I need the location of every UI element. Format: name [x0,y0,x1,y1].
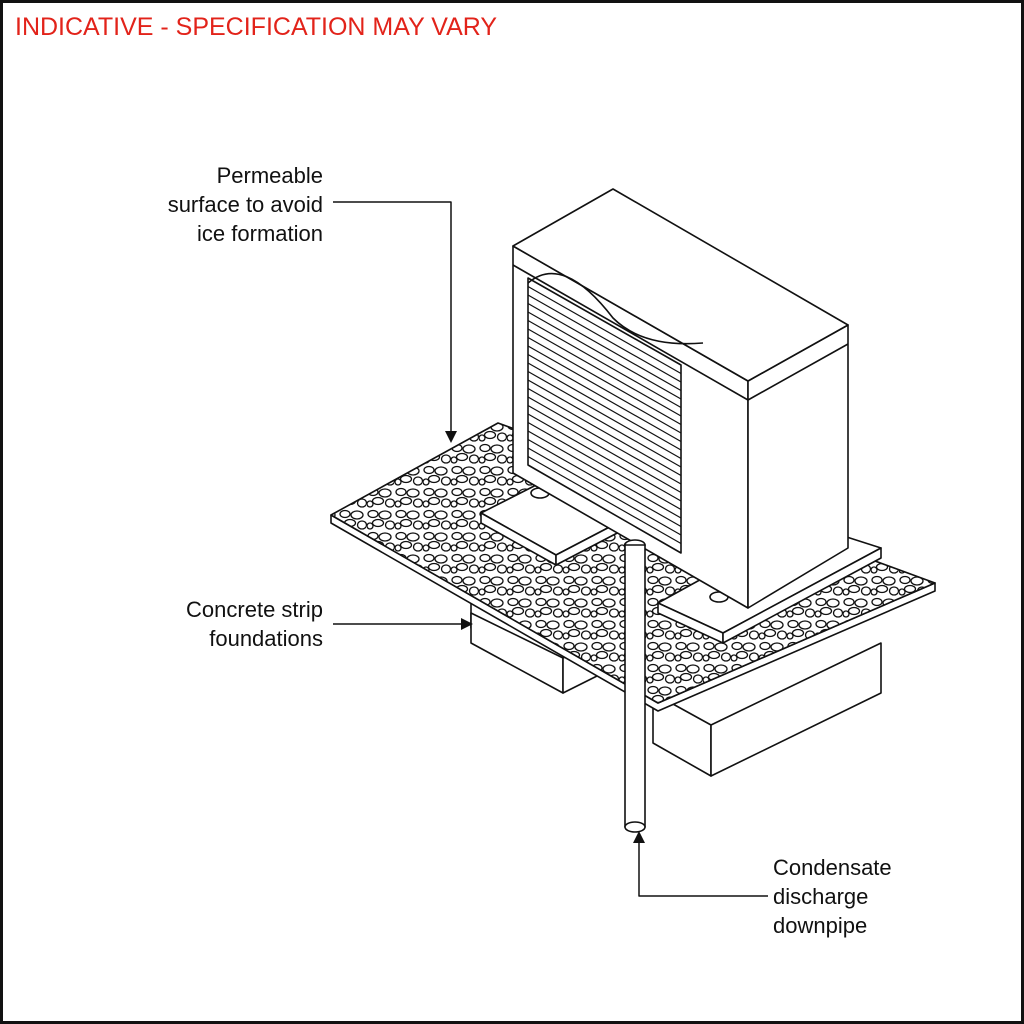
louvre-slat [527,353,682,443]
louvre-slat [527,387,682,477]
louvre-slat [527,302,682,392]
label-line: downpipe [773,913,868,938]
unit-top-face [512,188,849,382]
louvre-slat [527,345,682,434]
louvre-slat [527,362,682,451]
label-permeable-surface: Permeable surface to avoid ice formation [123,161,323,248]
louvre-slat [527,294,682,383]
heat-pump-illustration [330,188,936,897]
louvre-slat [527,430,682,519]
label-line: surface to avoid [167,192,323,217]
louvre-slat [527,447,682,536]
label-line: Condensate [773,855,892,880]
louvre-slat [527,370,682,460]
louvre-slat [527,421,682,511]
condensate-downpipe [624,544,646,828]
louvre-slat [527,379,682,468]
label-line: Permeable [216,163,323,188]
louvre-slat [527,336,682,426]
louvre-slat [527,455,682,545]
label-line: ice formation [197,221,323,246]
louvre-slat [527,413,682,502]
louvre-slat [527,396,682,485]
louvre-slat [527,319,682,409]
disclaimer-title: INDICATIVE - SPECIFICATION MAY VARY [15,13,498,41]
label-line: discharge [773,884,869,909]
louvre-slat [527,328,682,417]
louvre-slat [527,404,682,494]
label-line: Concrete strip [186,597,323,622]
louvre-slat [527,285,682,375]
label-line: foundations [209,626,323,651]
louvre-slat [527,311,682,400]
label-concrete-foundations: Concrete strip foundations [123,595,323,653]
louvre-slat [527,438,682,528]
label-condensate-downpipe: Condensate discharge downpipe [773,853,973,940]
